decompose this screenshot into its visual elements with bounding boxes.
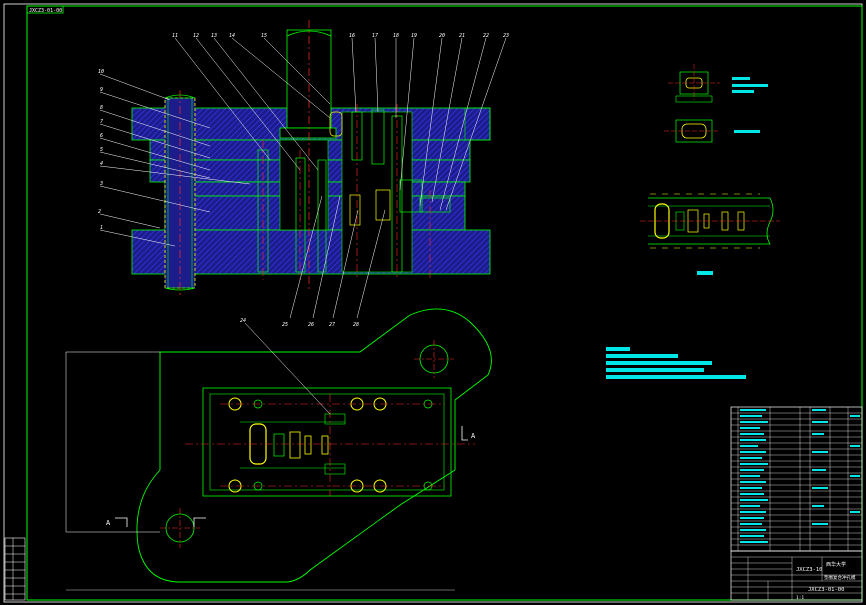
title-block: JXCZ3-10 西华大学 垫圈复合冲孔模 JXCZ3-01-00 1:1 xyxy=(730,550,863,601)
callout-9: 9 xyxy=(100,87,103,93)
callout-17: 17 xyxy=(372,33,378,39)
callout-19: 19 xyxy=(411,33,417,39)
upper-callouts: 11 12 13 14 15 16 17 18 19 20 21 22 23 xyxy=(172,33,509,39)
left-margin-table xyxy=(4,537,26,601)
detail-workpiece-views xyxy=(664,64,768,143)
section-label-a-right: A xyxy=(471,432,476,440)
section-view xyxy=(131,20,491,296)
callout-10: 10 xyxy=(98,69,104,75)
callout-1: 1 xyxy=(100,225,103,231)
plan-view: A A 24 xyxy=(65,308,492,591)
left-callouts: 10 9 8 7 6 5 4 3 2 1 xyxy=(98,69,104,231)
section-label-a-left: A xyxy=(106,519,111,527)
callout-24: 24 xyxy=(240,318,246,324)
callout-13: 13 xyxy=(211,33,217,39)
callout-15: 15 xyxy=(261,33,267,39)
callout-20: 20 xyxy=(439,33,445,39)
title-block-school: 西华大学 xyxy=(826,561,846,568)
bottom-leaders xyxy=(289,195,386,319)
title-block-drawing-number: JXCZ3-01-00 xyxy=(808,587,844,593)
callout-4: 4 xyxy=(100,161,103,167)
strip-layout xyxy=(640,193,780,275)
callout-28: 28 xyxy=(353,322,359,328)
title-block-scale: 1:1 xyxy=(796,595,804,601)
title-block-code: JXCZ3-10 xyxy=(796,567,823,573)
top-drawing-number-text: JXCZ3-01-00 xyxy=(29,8,62,14)
top-drawing-number: JXCZ3-01-00 xyxy=(26,5,64,14)
outer-frame xyxy=(3,3,863,603)
callout-12: 12 xyxy=(193,33,199,39)
callout-8: 8 xyxy=(100,105,103,111)
bottom-callouts: 25 26 27 28 xyxy=(282,322,359,328)
callout-2: 2 xyxy=(98,209,101,215)
callout-27: 27 xyxy=(329,322,335,328)
callout-11: 11 xyxy=(172,33,178,39)
callout-18: 18 xyxy=(393,33,399,39)
callout-6: 6 xyxy=(100,133,103,139)
callout-21: 21 xyxy=(459,33,465,39)
upper-leaders xyxy=(174,37,507,211)
callout-3: 3 xyxy=(99,181,103,187)
callout-25: 25 xyxy=(282,322,288,328)
callout-5: 5 xyxy=(100,147,103,153)
parts-list-table xyxy=(730,406,863,552)
callout-7: 7 xyxy=(100,119,103,125)
technical-notes xyxy=(606,347,746,379)
title-block-part-name: 垫圈复合冲孔模 xyxy=(824,574,856,581)
callout-16: 16 xyxy=(349,33,355,39)
inner-frame xyxy=(26,5,863,601)
left-leaders xyxy=(99,73,251,247)
callout-22: 22 xyxy=(483,33,489,39)
callout-26: 26 xyxy=(308,322,314,328)
callout-14: 14 xyxy=(229,33,235,39)
callout-23: 23 xyxy=(503,33,509,39)
